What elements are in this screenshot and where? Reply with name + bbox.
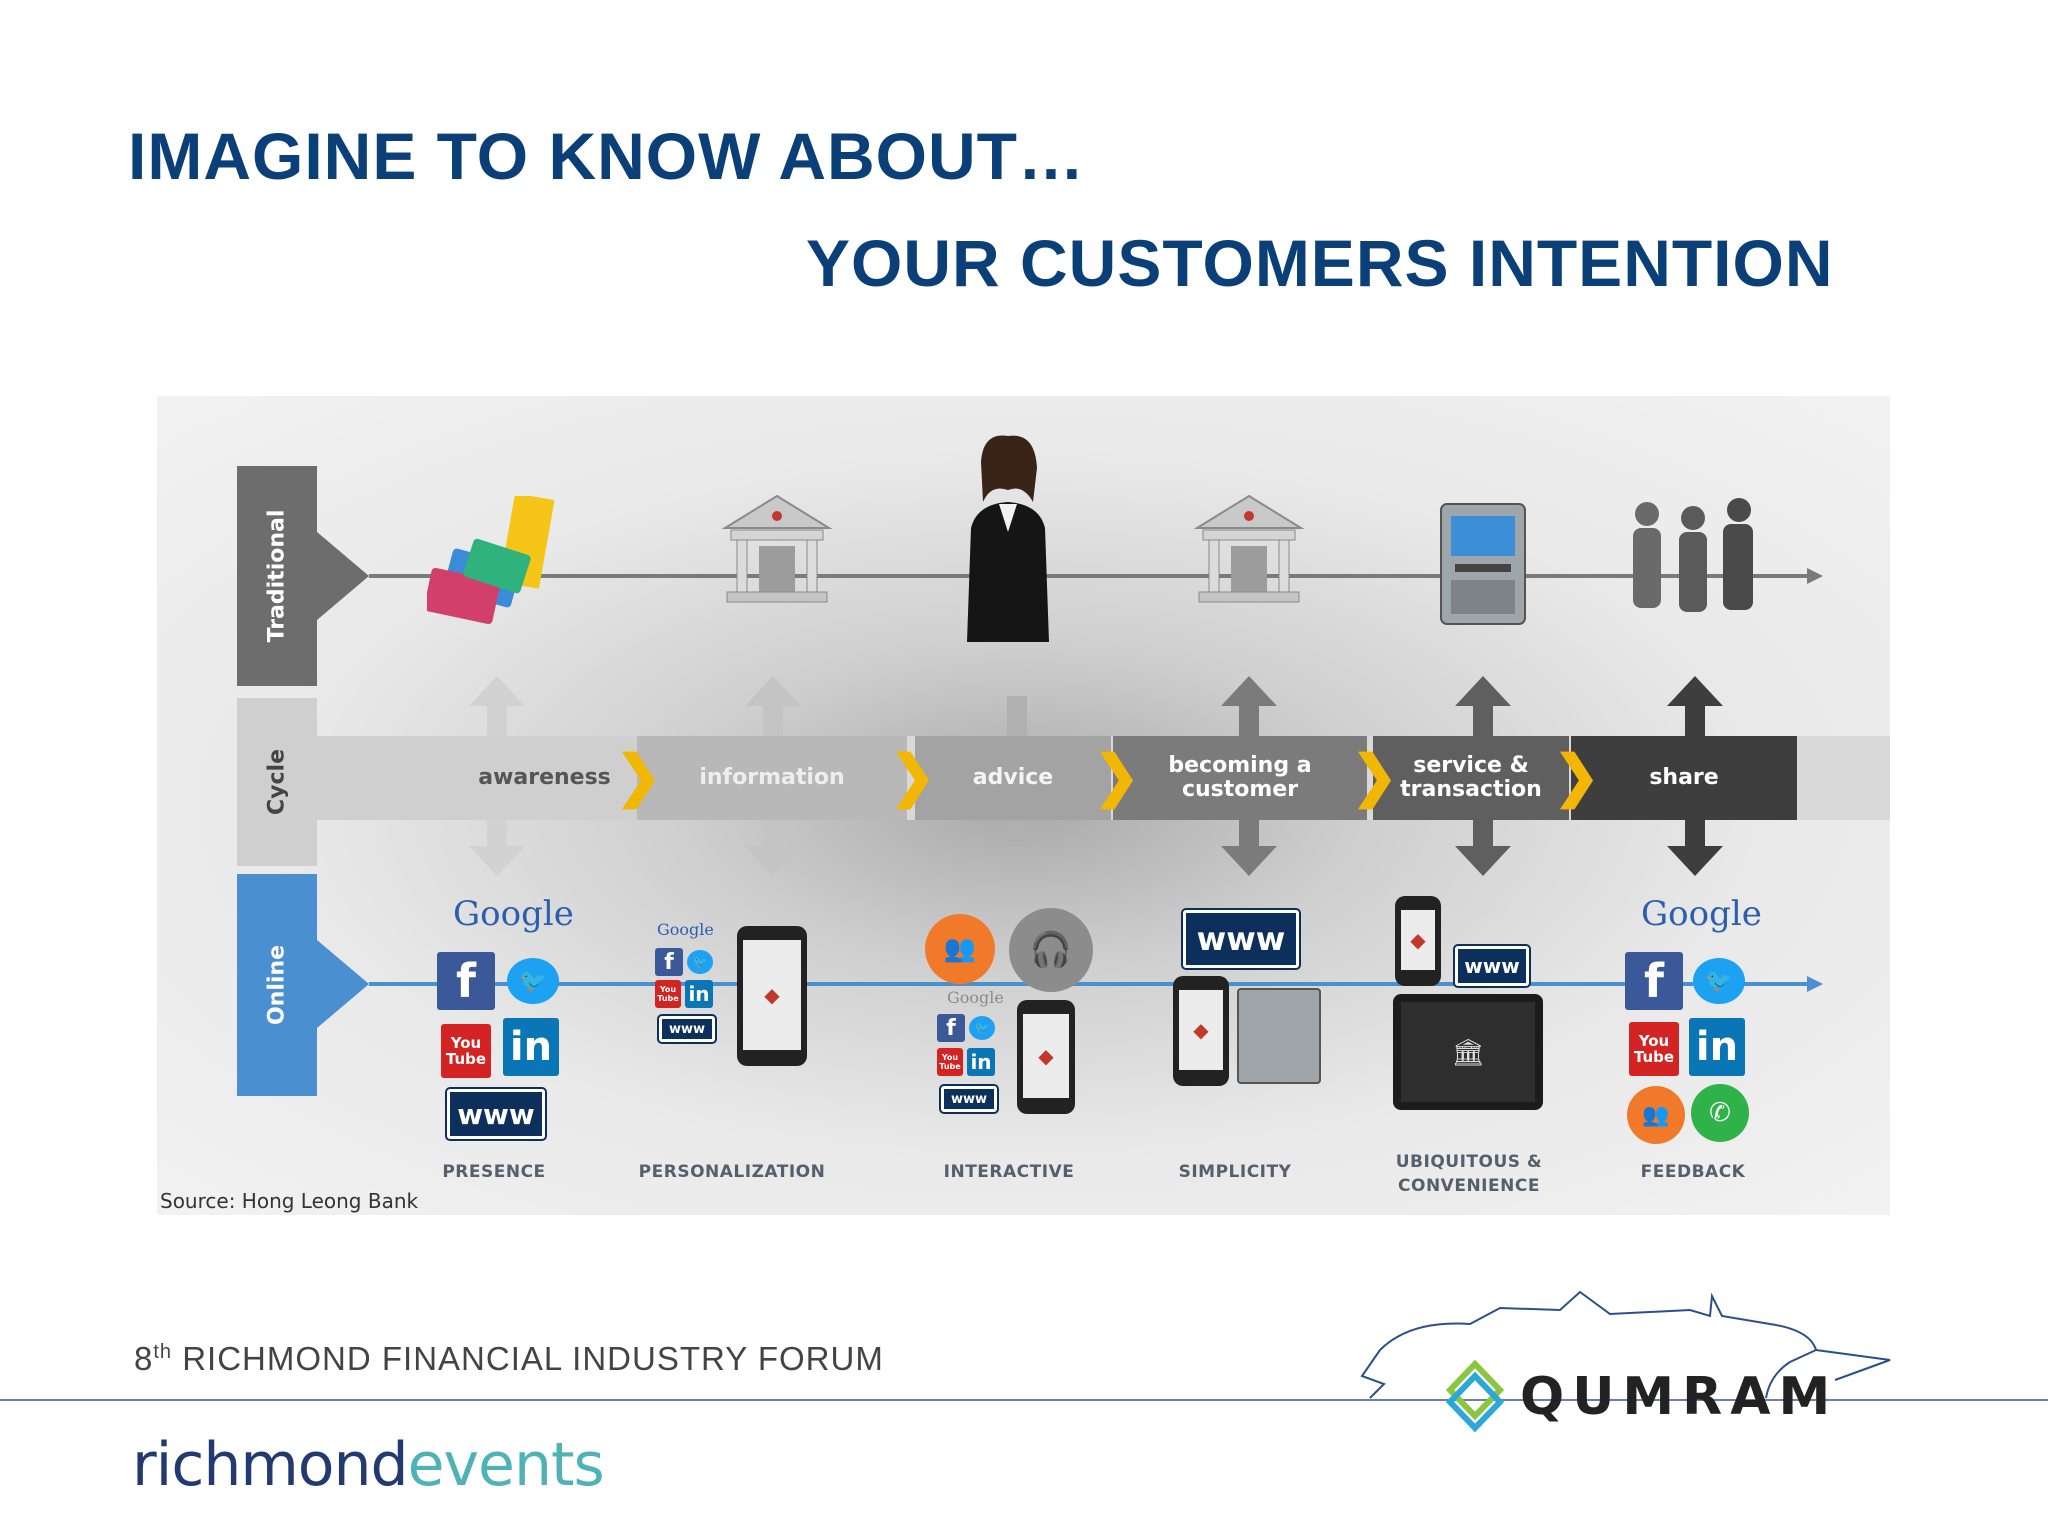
- step-advice: advice: [915, 736, 1111, 820]
- facebook-icon: f: [437, 952, 495, 1010]
- arrow-down-icon: [1221, 846, 1277, 876]
- online-pointer: [317, 940, 369, 1028]
- linkedin-icon: in: [967, 1048, 995, 1076]
- qumram-logo-icon: [1446, 1360, 1504, 1432]
- people-sharing-icon: [1633, 498, 1753, 612]
- bank-branch-icon: [721, 494, 833, 603]
- arrow-up-icon: [745, 676, 801, 706]
- arrow-down-icon: [469, 846, 525, 876]
- twitter-icon: 🐦: [969, 1016, 995, 1040]
- qumram-logo-text: QUMRAM: [1520, 1367, 1839, 1427]
- brochure-cards-icon: [427, 496, 555, 625]
- chevron-icon: ❯: [889, 744, 936, 807]
- atm-machine-icon: [1440, 503, 1526, 625]
- google-logo-icon: Google: [453, 894, 574, 934]
- row-label-cycle: Cycle: [237, 698, 317, 866]
- youtube-icon: You Tube: [441, 1024, 491, 1078]
- youtube-icon: You Tube: [655, 980, 681, 1008]
- online-label-ubiquitous: UBIQUITOUS & CONVENIENCE: [1395, 1152, 1543, 1196]
- atm-machine-icon: [1237, 988, 1321, 1084]
- www-icon: www: [941, 1086, 997, 1112]
- step-service-transaction: service & transaction: [1373, 736, 1569, 820]
- row-label-online: Online: [237, 874, 317, 1096]
- online-label-feedback: FEEDBACK: [1640, 1162, 1746, 1182]
- footer-divider: [0, 1399, 2048, 1401]
- linkedin-icon: in: [685, 980, 713, 1008]
- tablet-icon: 🏛: [1393, 994, 1543, 1110]
- google-logo-icon: Google: [657, 920, 714, 939]
- twitter-icon: 🐦: [687, 950, 713, 974]
- linkedin-icon: in: [503, 1018, 559, 1076]
- forum-title: 8th RICHMOND FINANCIAL INDUSTRY FORUM: [134, 1340, 884, 1377]
- twitter-icon: 🐦: [1693, 958, 1745, 1004]
- bank-advisor-person-icon: [967, 435, 1049, 642]
- smartphone-icon: ◆: [737, 926, 807, 1066]
- www-icon: www: [1183, 910, 1299, 968]
- arrow-up-icon: [1455, 676, 1511, 706]
- step-information: information: [637, 736, 907, 820]
- arrow-down-icon: [1455, 846, 1511, 876]
- community-icon: 👥: [925, 914, 995, 984]
- smartphone-icon: ◆: [1395, 896, 1441, 986]
- twitter-icon: 🐦: [507, 958, 559, 1004]
- chevron-icon: ❯: [1093, 744, 1140, 807]
- customer-journey-diagram: Traditional Cycle Online awareness infor…: [157, 396, 1890, 1215]
- google-logo-icon: Google: [947, 988, 1004, 1007]
- google-logo-icon: Google: [1641, 894, 1762, 934]
- www-icon: www: [659, 1016, 715, 1042]
- youtube-icon: You Tube: [937, 1048, 963, 1076]
- headset-support-icon: 🎧: [1009, 908, 1093, 992]
- arrow-up-icon: [1667, 676, 1723, 706]
- bank-branch-icon: [1193, 494, 1305, 603]
- facebook-icon: f: [1625, 952, 1683, 1010]
- richmond-events-logo: richmondevents: [132, 1430, 605, 1500]
- step-share: share: [1571, 736, 1797, 820]
- smartphone-icon: ◆: [1173, 976, 1229, 1086]
- arrow-up-icon: [469, 676, 525, 706]
- community-icon: 👥: [1627, 1086, 1685, 1144]
- arrow-up-icon: [1221, 676, 1277, 706]
- online-label-personalization: PERSONALIZATION: [638, 1162, 826, 1182]
- source-note: Source: Hong Leong Bank: [160, 1189, 419, 1213]
- online-label-simplicity: SIMPLICITY: [1178, 1162, 1292, 1182]
- linkedin-icon: in: [1689, 1018, 1745, 1076]
- arrow-down-icon: [745, 846, 801, 876]
- www-icon: www: [447, 1089, 545, 1139]
- slide-title-line1: IMAGINE TO KNOW ABOUT…: [128, 119, 1085, 193]
- arrow-down-icon: [1667, 846, 1723, 876]
- online-label-interactive: INTERACTIVE: [943, 1162, 1075, 1182]
- traditional-pointer: [317, 532, 369, 620]
- chevron-icon: ❯: [615, 744, 662, 807]
- chevron-icon: ❯: [1553, 744, 1600, 807]
- facebook-icon: f: [655, 948, 683, 976]
- youtube-icon: You Tube: [1629, 1022, 1679, 1076]
- step-becoming-customer: becoming a customer: [1113, 736, 1367, 820]
- ship-outline-icon: [1360, 1290, 1891, 1399]
- whatsapp-icon: ✆: [1691, 1084, 1749, 1142]
- facebook-icon: f: [937, 1014, 965, 1042]
- chevron-icon: ❯: [1351, 744, 1398, 807]
- online-label-presence: PRESENCE: [442, 1162, 546, 1182]
- www-icon: www: [1455, 946, 1529, 986]
- row-label-traditional: Traditional: [237, 466, 317, 686]
- slide-title-line2: YOUR CUSTOMERS INTENTION: [806, 226, 1834, 300]
- smartphone-icon: ◆: [1017, 1000, 1075, 1114]
